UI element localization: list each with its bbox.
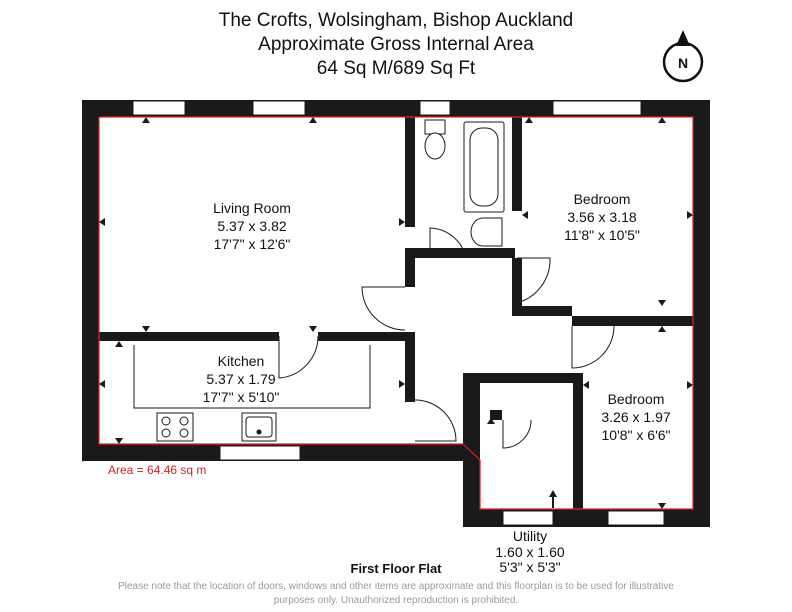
room-bedroom-2: Bedroom 3.26 x 1.97 10'8" x 6'6" [601,391,670,443]
north-arrow-icon: N [662,30,704,83]
kitchen-metric: 5.37 x 1.79 [206,371,275,387]
floor-label: First Floor Flat [351,561,443,576]
bedroom2-name: Bedroom [608,391,665,407]
disclaimer-line1: Please note that the location of doors, … [118,581,674,592]
living-door [361,286,406,331]
utility-door [502,419,532,449]
kitchen-name: Kitchen [218,353,265,369]
bedroom1-name: Bedroom [574,191,631,207]
toilet-cistern-icon [424,119,446,135]
dimension-markers [99,117,693,509]
toilet-bowl-icon [424,132,446,160]
area-outline [98,116,694,510]
kitchen-imperial: 17'7" x 5'10" [203,389,280,405]
hob-icon [156,412,194,442]
plan-title-line3: 64 Sq M/689 Sq Ft [317,58,476,79]
plan-title-line1: The Crofts, Wolsingham, Bishop Auckland [219,10,574,31]
washbasin-icon [470,217,503,247]
kitchen-door [278,335,319,379]
room-kitchen: Kitchen 5.37 x 1.79 17'7" x 5'10" [203,353,280,405]
area-note: Area = 64.46 sq m [108,463,206,477]
bedroom1-door [516,257,551,304]
kitchen-counter [133,345,371,409]
utility-name: Utility [513,528,547,544]
kitchen-fixtures [133,345,371,442]
bedroom2-imperial: 10'8" x 6'6" [602,427,671,443]
bathroom-door [429,227,467,259]
bedroom1-imperial: 11'8" x 10'5" [564,227,640,243]
living-room-imperial: 17'7" x 12'6" [214,236,291,252]
bathtub-basin-icon [469,127,499,207]
plan-title-line2: Approximate Gross Internal Area [258,34,534,55]
utility-imperial: 5'3" x 5'3" [499,559,560,575]
windows [132,100,665,526]
living-room-name: Living Room [213,200,291,216]
disclaimer-line2: purposes only. Unauthorized reproduction… [274,595,518,606]
compass-label: N [678,55,688,71]
bedroom1-metric: 3.56 x 3.18 [567,209,636,225]
room-utility: Utility 1.60 x 1.60 5'3" x 5'3" [495,528,564,575]
room-bedroom-1: Bedroom 3.56 x 3.18 11'8" x 10'5" [564,191,640,243]
room-living: Living Room 5.37 x 3.82 17'7" x 12'6" [213,200,291,252]
utility-metric: 1.60 x 1.60 [495,544,564,560]
bedroom2-door [571,325,615,369]
bathroom-fixtures [424,119,505,247]
doors [278,227,615,449]
entrance-door [414,399,457,442]
living-room-metric: 5.37 x 3.82 [217,218,286,234]
bedroom2-metric: 3.26 x 1.97 [601,409,670,425]
